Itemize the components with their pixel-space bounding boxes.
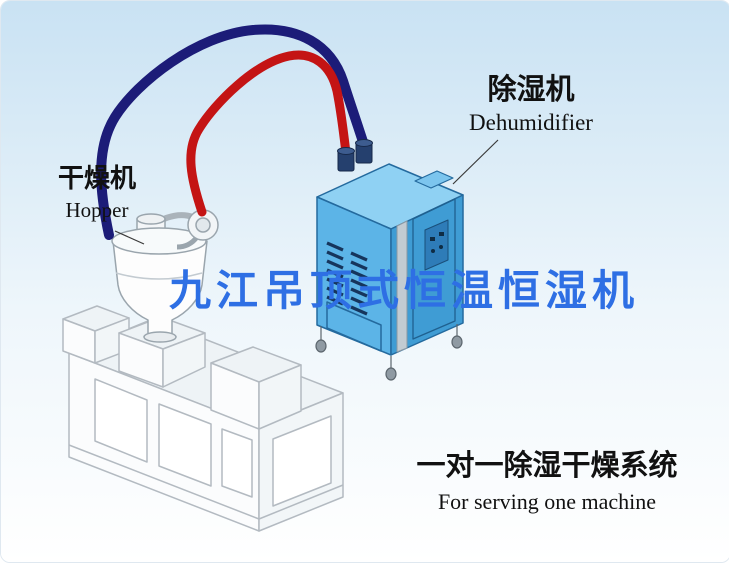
dehumidifier-label-cn: 除湿机 [487,74,575,106]
hopper-pedestal-side [162,332,206,388]
hopper-label-cn: 干燥机 [57,163,136,193]
hopper-dryer [111,209,219,343]
extruder-end-panel [272,415,332,507]
system-caption: 一对一除湿干燥系统 For serving one machine [399,451,695,514]
blower-motor [195,217,211,233]
dry-air-hose [186,50,351,217]
hopper-flange [143,331,177,343]
system-caption-cn: 一对一除湿干燥系统 [416,450,678,482]
vent-grille [326,241,368,316]
return-air-hose [96,24,369,240]
blower-outlet-pipe [176,235,199,250]
dehumidifier-label: 除湿机 Dehumidifier [449,75,613,136]
extruder-door-panel [221,428,253,498]
hopper-label-en: Hopper [65,198,129,223]
control-button [430,237,435,241]
top-junction-box [414,170,454,189]
hopper-leader-line [114,230,145,245]
extruder-machine [62,305,344,532]
extruder-raised-unit-side [258,364,302,430]
service-door-outline [412,198,456,340]
hose-connector-stubs [337,139,373,172]
control-button [439,232,444,236]
watermark-text: 九江吊顶式恒温恒湿机 [169,267,640,314]
lower-grille-frame [326,301,382,352]
hinge-strip [396,220,408,353]
hopper-lid-cap-top [136,213,166,225]
dehumidifier-leader-line [452,139,499,185]
dehumidifier-label-en: Dehumidifier [469,110,593,136]
caster-wheels [315,324,463,381]
control-knob [431,249,435,253]
hopper-seam [115,272,203,280]
extruder-base-line [68,444,344,520]
control-knob [439,245,443,249]
system-caption-en: For serving one machine [437,489,657,515]
extruder-door-panel [94,378,148,463]
extruder-door-panel [158,403,212,487]
hopper-label: 干燥机 Hopper [41,163,153,223]
dehumidifier-unit [315,139,464,381]
